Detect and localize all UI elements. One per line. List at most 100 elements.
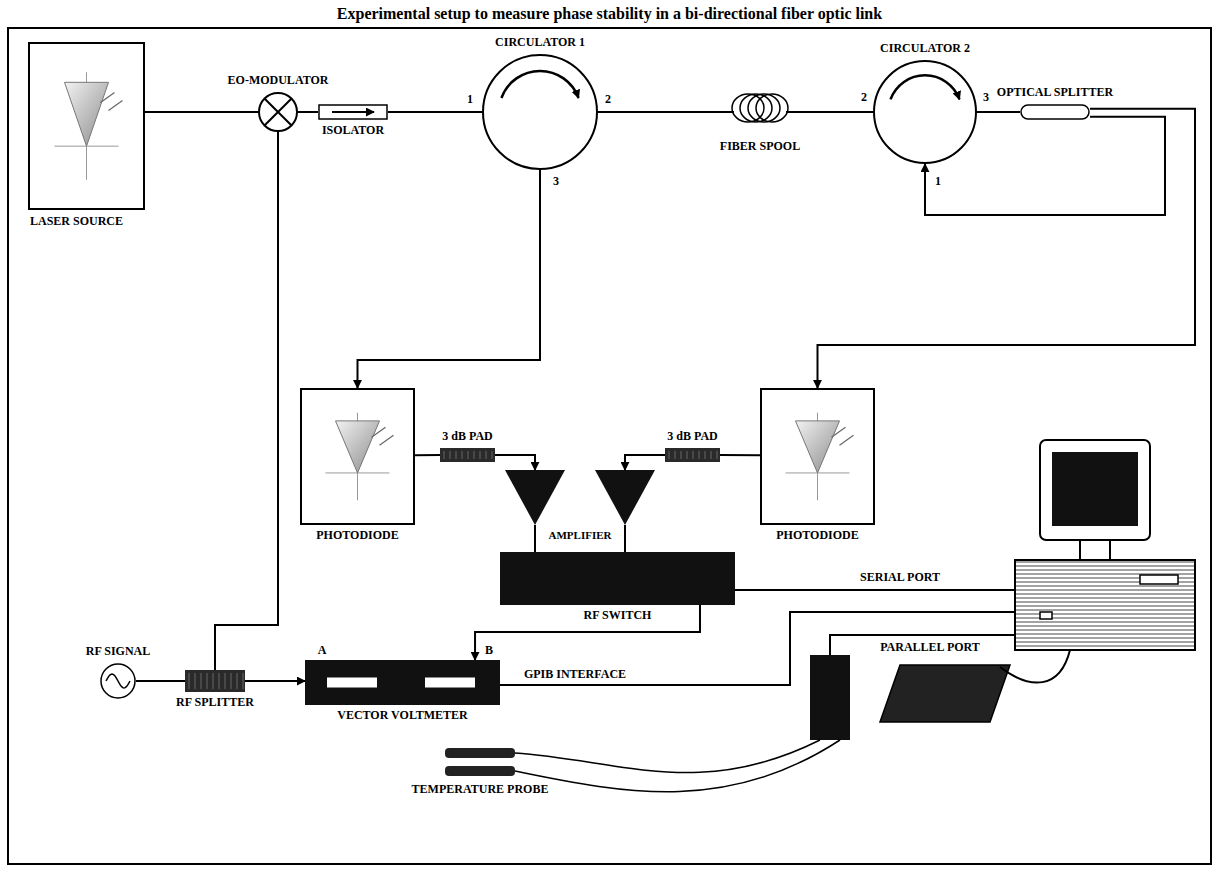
light-ray <box>832 427 846 437</box>
node-label: VECTOR VOLTMETER <box>337 709 468 723</box>
node-label: CIRCULATOR 2 <box>880 42 970 56</box>
gpib-cable <box>500 612 1015 685</box>
node-shape <box>482 54 598 170</box>
amplifier-symbol <box>595 470 655 525</box>
port-number: 1 <box>933 175 943 189</box>
node-label: PHOTODIODE <box>776 529 858 543</box>
node-shape <box>873 60 977 164</box>
attenuator-pad: 3 dB PAD <box>665 448 720 462</box>
node-label: PHOTODIODE <box>316 529 398 543</box>
splitter-texture <box>243 673 244 689</box>
node-label: RF SPLITTER <box>176 696 254 710</box>
node-label: 3 dB PAD <box>667 430 717 444</box>
pad-texture <box>669 451 670 459</box>
port-number: 1 <box>465 93 475 107</box>
connector <box>215 132 278 670</box>
amplifier: AMPLIFIER <box>505 470 655 525</box>
circulator-body <box>874 61 976 163</box>
diode-symbol <box>796 421 840 473</box>
temperature-probe: TEMPERATURE PROBE <box>445 745 515 779</box>
pad-texture <box>705 451 706 459</box>
light-ray <box>109 100 123 110</box>
rotation-arrow <box>890 75 959 99</box>
connector <box>358 170 541 388</box>
voltmeter-body <box>305 660 500 705</box>
serial-cable <box>735 589 1015 591</box>
fiber-spool: FIBER SPOOL <box>728 88 792 136</box>
connector <box>495 455 535 470</box>
connector <box>475 605 700 660</box>
pad-texture <box>486 451 487 459</box>
cable-label: GPIB INTERFACE <box>522 668 628 682</box>
connector <box>534 525 536 552</box>
caption: FIBER SPOOL <box>720 140 800 154</box>
node-shape <box>318 104 388 120</box>
port-number: 2 <box>603 93 613 107</box>
node-shape <box>300 388 415 525</box>
optical-splitter: OPTICAL SPLITTER <box>1020 104 1090 120</box>
isolator-body <box>319 105 387 119</box>
modulator: EO-MODULATOR <box>258 92 298 132</box>
pad-texture <box>675 451 676 459</box>
pad-texture <box>492 451 493 459</box>
pad-texture <box>444 451 445 459</box>
pad-body <box>665 448 720 462</box>
pad-texture <box>717 451 718 459</box>
node-label: ISOLATOR <box>322 124 384 138</box>
source-symbol <box>101 664 135 698</box>
laser-source: LASER SOURCE <box>28 42 145 210</box>
fiber-lead <box>728 111 734 113</box>
node-label: CIRCULATOR 1 <box>495 36 585 50</box>
attenuator-pad: 3 dB PAD <box>440 448 495 462</box>
fiber-loop <box>748 94 780 122</box>
node-shape <box>100 663 136 699</box>
computer-base <box>1015 560 1195 650</box>
node-label: RF SWITCH <box>584 609 652 623</box>
node-shape <box>500 552 735 605</box>
housing <box>761 389 874 524</box>
fiber-loop <box>756 94 788 122</box>
node-shape <box>760 388 875 525</box>
modulator-symbol <box>259 93 297 131</box>
power-button <box>1040 612 1052 619</box>
sine-wave <box>106 674 130 688</box>
rf-switch: RF SWITCH <box>500 552 735 605</box>
node-label: OPTICAL SPLITTER <box>997 86 1113 100</box>
caption: 3 dB PAD <box>667 430 717 444</box>
caption: EO-MODULATOR <box>228 74 329 88</box>
connector <box>298 111 318 113</box>
pad-texture <box>699 451 700 459</box>
pad-texture <box>462 451 463 459</box>
circulator-body <box>483 55 597 169</box>
rf-splitter: RF SPLITTER <box>185 670 245 692</box>
splitter-texture <box>225 673 226 689</box>
node-label: 3 dB PAD <box>442 430 492 444</box>
rf-source: RF SIGNAL <box>100 663 136 699</box>
pad-texture <box>468 451 469 459</box>
switch-body <box>500 552 735 605</box>
connector <box>720 454 760 456</box>
pad-texture <box>693 451 694 459</box>
caption: RF SIGNAL <box>86 645 151 659</box>
connector <box>792 111 873 113</box>
photodiode: PHOTODIODE <box>760 388 875 525</box>
caption: CIRCULATOR 2 <box>880 42 970 56</box>
node-shape <box>440 448 495 462</box>
node-shape <box>185 670 245 692</box>
pad-texture <box>480 451 481 459</box>
caption: OPTICAL SPLITTER <box>997 86 1113 100</box>
disk-drive <box>1140 575 1178 584</box>
splitter-body <box>185 670 245 692</box>
pad-texture <box>711 451 712 459</box>
caption: 3 dB PAD <box>442 430 492 444</box>
diode-symbol <box>65 82 109 146</box>
light-ray <box>380 435 394 445</box>
light-ray <box>101 92 115 102</box>
splitter-body <box>1021 105 1089 119</box>
caption: PHOTODIODE <box>316 529 398 543</box>
title: Experimental setup to measure phase stab… <box>0 5 1219 23</box>
node-shape <box>445 745 515 779</box>
parallel-cable <box>830 635 1015 655</box>
monitor-screen <box>1052 452 1138 526</box>
